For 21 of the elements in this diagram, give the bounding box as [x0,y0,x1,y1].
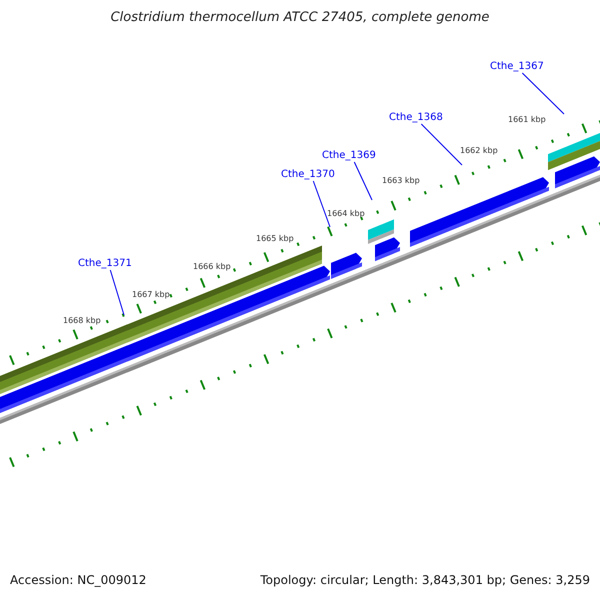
leader-line [522,72,564,114]
gene-label: Cthe_1370 [281,169,335,180]
tick-label: 1661 kbp [508,115,546,124]
leader-line [110,270,124,316]
tick-label: 1664 kbp [327,209,365,218]
leader-line [420,124,462,166]
gene-label: Cthe_1368 [389,112,443,123]
gene-label: Cthe_1367 [490,61,544,72]
tick-label: 1667 kbp [132,290,170,299]
tick-label: 1665 kbp [256,234,294,243]
leader-line [354,162,372,200]
leader-line [312,180,330,228]
tick-label: 1666 kbp [193,262,231,271]
diagram-title: Clostridium thermocellum ATCC 27405, complete genome [110,10,490,25]
footer-text: Topology: circular; Length: 3,843,301 bp; Genes: 3,259 [260,573,590,587]
footer-text: Accession: NC_009012 [10,573,146,587]
tick-label: 1668 kbp [63,316,101,325]
tick-label: 1662 kbp [460,146,498,155]
gene-label: Cthe_1369 [322,150,376,161]
tick-label: 1663 kbp [382,176,420,185]
gene-label: Cthe_1371 [78,258,132,269]
